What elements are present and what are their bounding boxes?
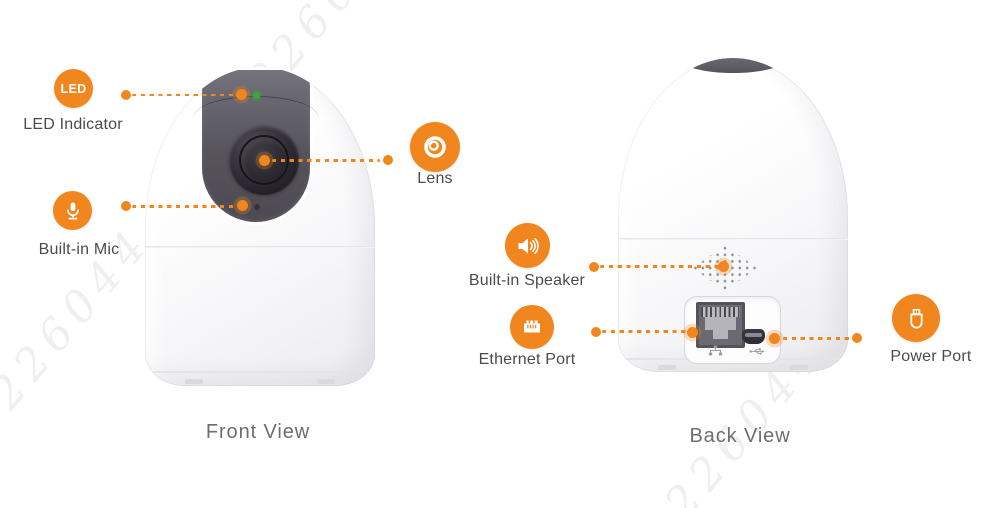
lens-badge [410, 122, 460, 172]
led-badge: LED [54, 69, 93, 108]
micro-usb-slot [745, 333, 762, 337]
speaker-badge [505, 223, 550, 268]
ethernet-icon [524, 320, 540, 333]
micro-usb-port [742, 329, 765, 344]
back-view-caption: Back View [689, 425, 791, 447]
mic-badge [53, 191, 92, 230]
callout-anchor-dot [259, 155, 270, 166]
foot [185, 379, 203, 384]
ethernet-badge [510, 305, 554, 349]
head-seam-arc [194, 96, 318, 117]
ethernet-pins [701, 307, 740, 317]
body-seam [618, 238, 848, 240]
callout-dot [589, 262, 599, 272]
ethernet-slot [705, 317, 736, 330]
callout-anchor-dot [687, 327, 698, 338]
mic-icon [66, 202, 79, 219]
ethernet-port-label: Ethernet Port [478, 351, 576, 368]
head-top-crescent [681, 58, 785, 73]
callout-dot [383, 155, 393, 165]
mic-hole [254, 204, 260, 210]
ethernet-clip-slot [712, 329, 729, 339]
callout-line [602, 330, 688, 333]
front-head-panel [194, 70, 318, 222]
callout-line [600, 265, 719, 268]
network-symbol-icon [708, 345, 723, 356]
speaker-icon [518, 237, 539, 254]
callout-anchor-dot [769, 333, 780, 344]
base-seam [151, 371, 369, 373]
foot [317, 379, 335, 384]
led-badge-icon: LED [60, 81, 87, 96]
usb-plug-icon [909, 308, 923, 329]
lens-icon [424, 136, 446, 158]
led-indicator-label: LED Indicator [23, 116, 123, 133]
callout-anchor-dot [237, 200, 248, 211]
callout-dot [121, 90, 131, 100]
callout-dot [852, 333, 862, 343]
callout-line [272, 159, 380, 162]
status-led [253, 92, 260, 99]
callout-dot [121, 201, 131, 211]
body-seam [145, 246, 375, 248]
foot [790, 365, 808, 370]
usb-symbol-icon [749, 348, 765, 355]
front-view-caption: Front View [205, 421, 311, 443]
lens-label: Lens [417, 170, 453, 187]
ports-recess [684, 296, 781, 364]
callout-line [783, 337, 853, 340]
callout-line [132, 205, 236, 208]
callout-anchor-dot [236, 89, 247, 100]
power-port-label: Power Port [890, 348, 972, 365]
callout-dot [591, 327, 601, 337]
ethernet-jack [696, 302, 745, 348]
built-in-mic-label: Built-in Mic [38, 241, 120, 258]
callout-anchor-dot [718, 261, 729, 272]
front-camera-body [145, 67, 375, 386]
callout-line [132, 93, 235, 97]
power-badge [892, 294, 940, 342]
built-in-speaker-label: Built-in Speaker [468, 272, 586, 289]
foot [658, 365, 676, 370]
